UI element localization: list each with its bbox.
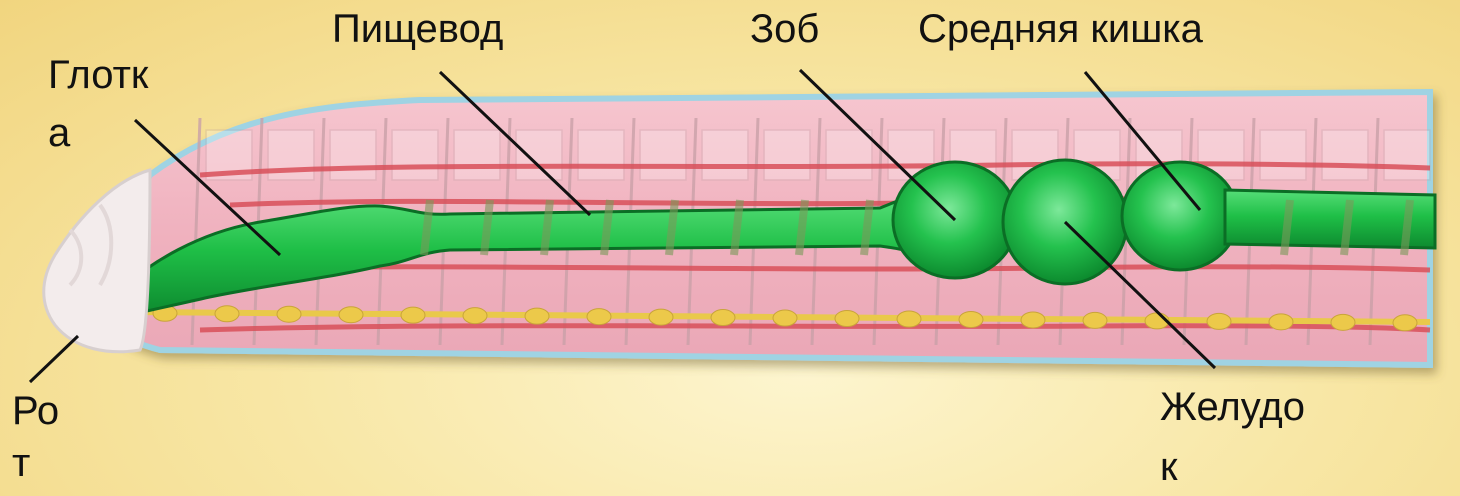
label-mouth-line2: т <box>12 440 30 486</box>
segment-cell <box>702 130 748 180</box>
label-midgut: Средняя кишка <box>918 6 1203 52</box>
nerve-ganglion <box>1021 312 1045 328</box>
nerve-ganglion <box>897 311 921 327</box>
label-mouth-line1: Ро <box>12 388 59 434</box>
segment-cell <box>330 130 376 180</box>
nerve-ganglion <box>339 307 363 323</box>
leader-mouth <box>30 336 78 382</box>
label-esophagus: Пищевод <box>332 6 503 52</box>
segment-cell <box>454 130 500 180</box>
nerve-ganglion <box>1207 313 1231 329</box>
segment-cell <box>764 130 810 180</box>
nerve-ganglion <box>1269 314 1293 330</box>
nerve-ganglion <box>215 306 239 322</box>
segment-cell <box>826 130 872 180</box>
segment-cell <box>392 130 438 180</box>
label-pharynx-line1: Глотк <box>48 52 148 98</box>
nerve-ganglion <box>959 311 983 327</box>
label-pharynx-line2: а <box>48 110 70 156</box>
segment-cell <box>516 130 562 180</box>
segment-cell <box>1384 130 1430 180</box>
nerve-ganglion <box>277 306 301 322</box>
segment-cell <box>1322 130 1368 180</box>
nerve-ganglion <box>1331 314 1355 330</box>
segment-cell <box>1260 130 1306 180</box>
segment-cell <box>640 130 686 180</box>
label-gizzard-line2: к <box>1160 444 1178 490</box>
midgut-bulb <box>1122 162 1238 270</box>
nerve-ganglion <box>649 309 673 325</box>
nerve-ganglion <box>1083 312 1107 328</box>
nerve-ganglion <box>1393 315 1417 331</box>
nerve-ganglion <box>587 309 611 325</box>
nerve-ganglion <box>401 307 425 323</box>
head <box>44 170 150 352</box>
nerve-ganglion <box>463 308 487 324</box>
nerve-ganglion <box>773 310 797 326</box>
nerve-ganglion <box>525 308 549 324</box>
label-crop: Зоб <box>750 6 819 52</box>
nerve-ganglion <box>835 311 859 327</box>
label-gizzard-line1: Желудо <box>1160 384 1305 430</box>
segment-cell <box>578 130 624 180</box>
nerve-ganglion <box>711 310 735 326</box>
